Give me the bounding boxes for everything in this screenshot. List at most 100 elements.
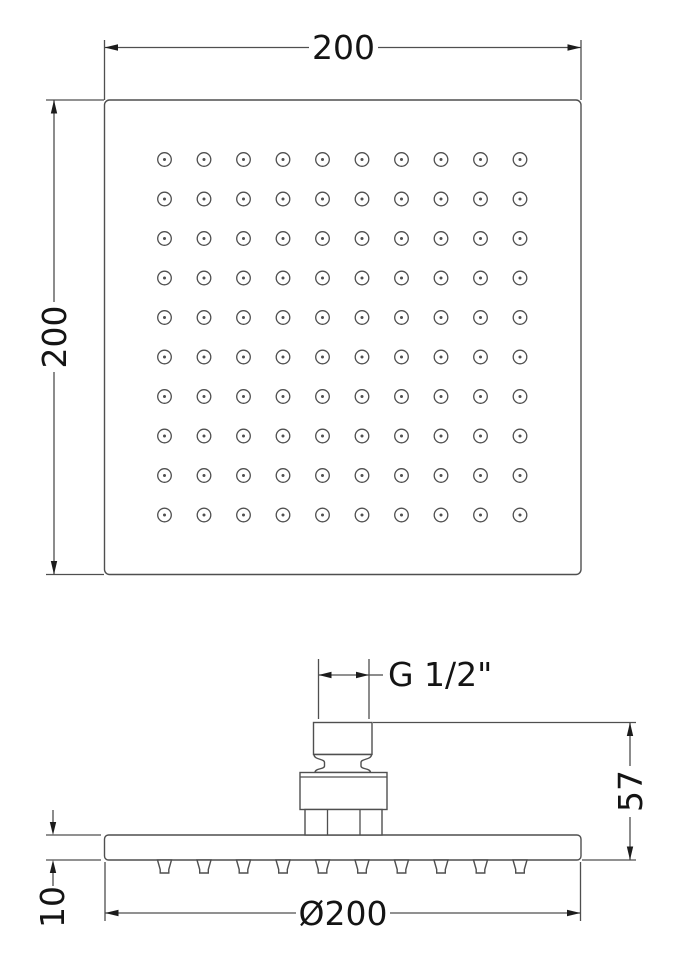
nozzle-outlet bbox=[354, 507, 370, 523]
nozzle-outlet bbox=[512, 310, 528, 325]
nozzle-outlet bbox=[433, 389, 449, 404]
nozzle-outlet bbox=[512, 507, 528, 523]
nozzle-outlet bbox=[512, 152, 528, 167]
nozzle-outlet bbox=[433, 428, 449, 444]
arrowhead-down bbox=[50, 561, 58, 575]
top-height-dimension-label: 200 bbox=[35, 306, 74, 369]
nozzle-outlet bbox=[196, 389, 212, 404]
nozzle-outlet bbox=[157, 270, 172, 286]
nozzle-outlet bbox=[196, 191, 212, 207]
nozzle-outlet bbox=[473, 349, 488, 365]
nozzle-outlet bbox=[433, 231, 449, 246]
side-nozzle bbox=[472, 859, 489, 874]
arrowhead-right bbox=[567, 909, 581, 917]
side-nozzle bbox=[433, 859, 449, 874]
nozzle-outlet bbox=[354, 468, 370, 483]
nozzle-outlet bbox=[512, 270, 528, 286]
nozzle-outlet bbox=[433, 270, 449, 286]
nozzle-outlet bbox=[157, 152, 172, 167]
arrowhead-up bbox=[50, 100, 58, 114]
nozzle-outlet bbox=[473, 507, 488, 523]
arrowhead-right bbox=[567, 44, 581, 51]
nozzle-outlet bbox=[394, 310, 409, 325]
nozzle-outlet bbox=[315, 468, 330, 483]
nozzle-outlet bbox=[236, 507, 251, 523]
nozzle-outlet bbox=[236, 231, 251, 246]
nozzle-outlet bbox=[394, 191, 409, 207]
nozzle-outlet bbox=[473, 270, 488, 286]
nozzle-outlet bbox=[196, 231, 212, 246]
thread-dimension-label: G 1/2" bbox=[388, 655, 492, 694]
thread-dimension: G 1/2" bbox=[317, 655, 492, 719]
nozzle-outlet bbox=[354, 428, 370, 444]
nozzle-outlet bbox=[512, 191, 528, 207]
nozzle-outlet bbox=[315, 191, 330, 207]
nozzle-outlet bbox=[236, 428, 251, 444]
arrowhead-up bbox=[626, 722, 634, 736]
nozzle-outlet bbox=[394, 507, 409, 523]
arrowhead-down bbox=[626, 846, 634, 860]
arrowhead-left bbox=[318, 671, 332, 679]
nozzle-outlet bbox=[473, 310, 488, 325]
nozzle-outlet bbox=[236, 389, 251, 404]
diameter-dimension-label: Ø200 bbox=[299, 894, 388, 933]
nozzle-outlet bbox=[157, 310, 172, 325]
side-nozzle bbox=[354, 859, 370, 874]
nozzle-outlet bbox=[196, 468, 212, 483]
nozzle-outlet bbox=[512, 231, 528, 246]
side-height-dimension: 57 bbox=[373, 721, 650, 861]
side-nozzle-row bbox=[156, 859, 528, 874]
nozzle-outlet bbox=[473, 389, 488, 404]
side-nozzle bbox=[314, 859, 331, 874]
top-height-dimension: 200 bbox=[35, 99, 104, 576]
nozzle-outlet bbox=[157, 191, 172, 207]
nozzle-outlet bbox=[275, 468, 291, 483]
side-view: G 1/2" 57 10 bbox=[33, 655, 650, 933]
nozzle-outlet bbox=[275, 349, 291, 365]
nozzle-outlet bbox=[394, 428, 409, 444]
side-plate-outline bbox=[103, 834, 582, 861]
nozzle-outlet bbox=[433, 349, 449, 365]
nozzle-outlet bbox=[394, 389, 409, 404]
top-width-dimension-label: 200 bbox=[312, 28, 375, 67]
nozzle-outlet bbox=[433, 310, 449, 325]
nozzle-outlet bbox=[354, 270, 370, 286]
nozzle-outlet bbox=[236, 349, 251, 365]
nozzle-outlet bbox=[315, 270, 330, 286]
arrowhead-down bbox=[49, 822, 57, 835]
diameter-dimension: Ø200 bbox=[104, 862, 582, 933]
nozzle-outlet bbox=[315, 507, 330, 523]
nozzle-outlet bbox=[275, 152, 291, 167]
nozzle-outlet bbox=[315, 428, 330, 444]
nozzle-outlet bbox=[275, 310, 291, 325]
nozzle-outlet bbox=[433, 468, 449, 483]
nozzle-outlet bbox=[196, 152, 212, 167]
nozzle-outlet bbox=[473, 231, 488, 246]
nozzle-grid bbox=[157, 152, 528, 523]
nozzle-outlet bbox=[394, 152, 409, 167]
nozzle-outlet bbox=[236, 152, 251, 167]
nozzle-outlet bbox=[354, 191, 370, 207]
arrowhead-left bbox=[104, 44, 118, 51]
nozzle-outlet bbox=[354, 389, 370, 404]
nozzle-outlet bbox=[433, 191, 449, 207]
side-height-dimension-label: 57 bbox=[611, 770, 650, 812]
nozzle-outlet bbox=[236, 191, 251, 207]
nozzle-outlet bbox=[315, 389, 330, 404]
nozzle-outlet bbox=[275, 389, 291, 404]
inlet-pipe bbox=[312, 721, 373, 756]
arrowhead-right bbox=[356, 671, 369, 679]
connector-body bbox=[299, 771, 388, 811]
nozzle-outlet bbox=[196, 349, 212, 365]
nozzle-outlet bbox=[512, 349, 528, 365]
nozzle-outlet bbox=[236, 270, 251, 286]
nozzle-outlet bbox=[236, 468, 251, 483]
side-nozzle bbox=[512, 859, 528, 874]
arrowhead-up bbox=[49, 860, 57, 873]
nozzle-outlet bbox=[315, 310, 330, 325]
top-view: 200 200 bbox=[35, 28, 582, 576]
nozzle-outlet bbox=[315, 152, 330, 167]
nozzle-outlet bbox=[354, 310, 370, 325]
side-nozzle bbox=[196, 859, 212, 874]
